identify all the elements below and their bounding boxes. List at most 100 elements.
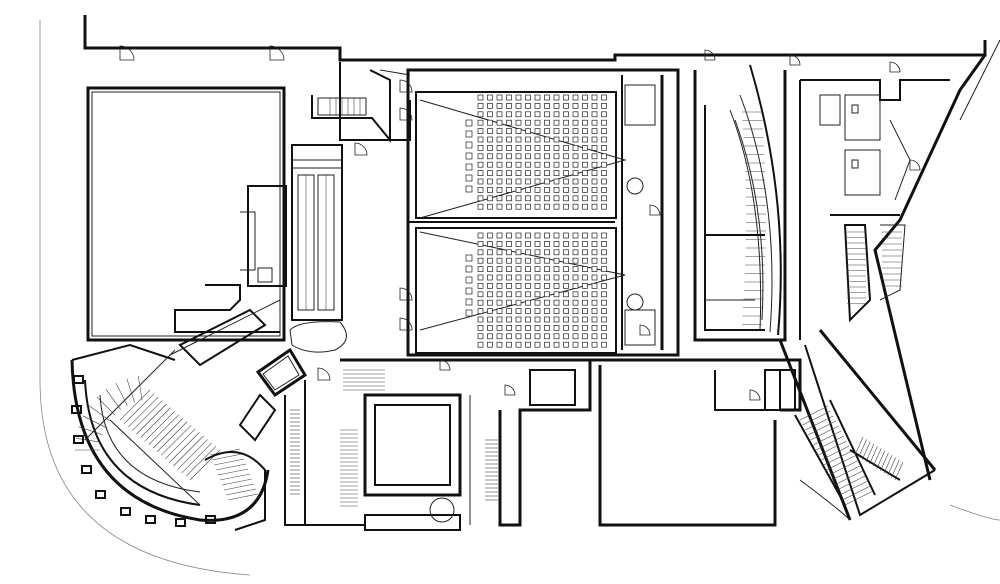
- side-seat: [465, 287, 473, 295]
- seat: [525, 153, 531, 160]
- seat: [572, 232, 579, 239]
- seat: [553, 145, 560, 151]
- seat: [544, 232, 550, 239]
- seat: [601, 274, 607, 281]
- seat: [572, 299, 579, 306]
- seat: [506, 333, 512, 340]
- tread: [173, 435, 204, 467]
- seat: [572, 111, 579, 118]
- south-stairs: [290, 369, 498, 507]
- seat: [477, 325, 484, 331]
- side-seat: [465, 152, 473, 160]
- seat: [591, 316, 598, 323]
- seat: [572, 316, 579, 323]
- seat: [525, 161, 531, 168]
- seat: [515, 341, 522, 348]
- seat: [534, 103, 541, 109]
- tread: [815, 435, 845, 451]
- seat: [496, 195, 503, 202]
- seat: [572, 308, 579, 314]
- seat: [477, 195, 484, 202]
- seat: [572, 161, 579, 168]
- seat: [506, 341, 512, 348]
- seat: [582, 283, 588, 289]
- seat: [563, 161, 569, 168]
- auditorium-steps: [742, 111, 766, 325]
- door: [317, 367, 331, 381]
- seat: [477, 178, 484, 185]
- tread: [137, 375, 143, 401]
- east-stair: [843, 224, 906, 323]
- seat: [553, 178, 560, 185]
- seat: [496, 153, 503, 160]
- seat: [591, 266, 598, 272]
- tread: [75, 437, 101, 443]
- seat: [525, 195, 531, 202]
- seat: [582, 178, 588, 185]
- seat: [572, 257, 579, 264]
- seat: [506, 257, 512, 264]
- seat: [525, 203, 531, 210]
- seat: [582, 128, 588, 134]
- storage-room-west: [86, 86, 287, 342]
- seat: [601, 241, 607, 247]
- side-seat: [465, 185, 473, 193]
- seat: [487, 333, 493, 340]
- south-east-stairs: [794, 399, 904, 521]
- seat: [487, 178, 493, 185]
- seat: [582, 187, 588, 193]
- seat: [591, 136, 598, 143]
- seat: [601, 170, 607, 176]
- seat: [477, 341, 484, 348]
- seat: [496, 232, 503, 239]
- seat: [496, 111, 503, 118]
- seat: [544, 241, 550, 247]
- buttress: [145, 515, 156, 524]
- seat: [496, 341, 503, 348]
- seat: [525, 187, 531, 193]
- seat: [477, 94, 484, 101]
- seat: [477, 203, 484, 210]
- seat: [572, 291, 579, 298]
- seat: [544, 136, 550, 143]
- seat: [477, 266, 484, 272]
- seat: [591, 283, 598, 289]
- seat: [487, 119, 493, 126]
- seat: [496, 249, 503, 256]
- seat: [487, 128, 493, 134]
- north-stair: [311, 69, 391, 143]
- side-seat: [465, 130, 473, 138]
- seat: [477, 257, 484, 264]
- seat: [506, 203, 512, 210]
- tread: [842, 485, 871, 501]
- seat: [487, 187, 493, 193]
- west-rotunda: [70, 343, 270, 531]
- seat: [601, 187, 607, 193]
- seat: [525, 299, 531, 306]
- tread: [165, 428, 196, 460]
- side-seats-upper: [465, 119, 473, 193]
- seat: [601, 145, 607, 151]
- seat: [544, 274, 550, 281]
- seat: [515, 145, 522, 151]
- seat: [477, 291, 484, 298]
- seat: [534, 232, 541, 239]
- seat: [553, 249, 560, 256]
- seat: [572, 145, 579, 151]
- seat: [601, 136, 607, 143]
- side-seat: [465, 298, 473, 306]
- seat: [553, 187, 560, 193]
- seat: [582, 170, 588, 176]
- seat: [534, 187, 541, 193]
- seat: [506, 266, 512, 272]
- tread: [78, 426, 103, 435]
- tread: [861, 441, 871, 460]
- seat: [553, 308, 560, 314]
- seat: [506, 111, 512, 118]
- seat: [572, 119, 579, 126]
- seat: [515, 232, 522, 239]
- seat: [525, 333, 531, 340]
- door: [789, 54, 801, 66]
- door-swings: [119, 45, 921, 401]
- seat: [544, 178, 550, 185]
